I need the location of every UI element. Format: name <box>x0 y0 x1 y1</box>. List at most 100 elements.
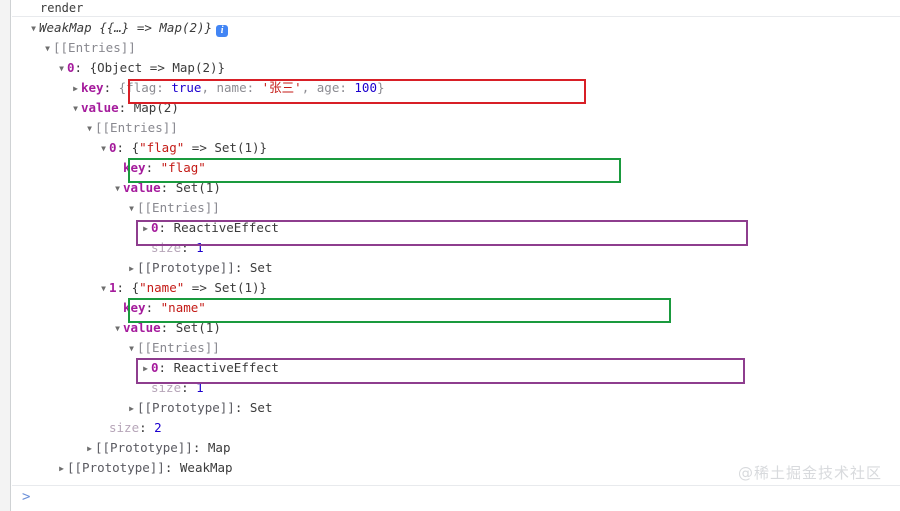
info-icon[interactable]: i <box>216 25 229 37</box>
tree-row-set-name-size[interactable]: ▶size: 1 <box>12 378 900 398</box>
tree-row-entries-map[interactable]: ▼[[Entries]] <box>12 118 900 138</box>
token-num: 1 <box>196 380 204 395</box>
tree-row-map-entry-0-value[interactable]: ▼value: Set(1) <box>12 178 900 198</box>
token-internal: [[Entries]] <box>137 340 220 355</box>
token-plain: : Set <box>234 400 273 415</box>
tree-row-set-name-prototype[interactable]: ▶[[Prototype]]: Set <box>12 398 900 418</box>
object-inspector-tree[interactable]: ▼WeakMap {{…} => Map(2)}i▼[[Entries]]▼0:… <box>12 18 900 485</box>
token-idx: 0 <box>151 220 159 235</box>
token-str: "name" <box>160 300 206 315</box>
tree-row-map-prototype[interactable]: ▶[[Prototype]]: Map <box>12 438 900 458</box>
tree-row-map-size[interactable]: ▶size: 2 <box>12 418 900 438</box>
tree-row-map-entry-1-value[interactable]: ▼value: Set(1) <box>12 318 900 338</box>
tree-row-set-flag-entry-0[interactable]: ▶0: ReactiveEffect <box>12 218 900 238</box>
tree-row-set-name-entry-0[interactable]: ▶0: ReactiveEffect <box>12 358 900 378</box>
disclosure-triangle-collapsed-icon[interactable]: ▶ <box>143 224 148 233</box>
token-kw: value <box>123 320 161 335</box>
disclosure-triangle-expanded-icon[interactable]: ▼ <box>45 44 50 53</box>
token-plain: : <box>145 300 161 315</box>
disclosure-spacer-icon: ▶ <box>140 239 151 259</box>
tree-row-map-entry-0[interactable]: ▼0: {"flag" => Set(1)} <box>12 138 900 158</box>
token-kw: value <box>81 100 119 115</box>
token-sizekey: size <box>151 240 182 255</box>
tree-row-entries-set-name[interactable]: ▼[[Entries]] <box>12 338 900 358</box>
token-bool: true <box>171 80 202 95</box>
token-num: 2 <box>154 420 162 435</box>
token-plain: : <box>181 380 197 395</box>
tree-row-set-flag-prototype[interactable]: ▶[[Prototype]]: Set <box>12 258 900 278</box>
token-plain: : { <box>116 140 140 155</box>
tree-row-set-flag-size[interactable]: ▶size: 1 <box>12 238 900 258</box>
disclosure-triangle-collapsed-icon[interactable]: ▶ <box>59 464 64 473</box>
token-plain: : <box>181 240 197 255</box>
console-prompt-bar[interactable]: > <box>12 485 900 511</box>
tree-row-map-entry-1[interactable]: ▼1: {"name" => Set(1)} <box>12 278 900 298</box>
tree-row-weakmap-prototype[interactable]: ▶[[Prototype]]: WeakMap <box>12 458 900 478</box>
token-ctor: Set(1) <box>175 320 221 335</box>
disclosure-spacer-icon: ▶ <box>112 299 123 319</box>
token-plain: : Map <box>192 440 231 455</box>
disclosure-triangle-collapsed-icon[interactable]: ▶ <box>73 84 78 93</box>
tree-row-entries-weakmap[interactable]: ▼[[Entries]] <box>12 38 900 58</box>
token-ctor: ReactiveEffect <box>173 360 279 375</box>
token-ctor: ReactiveEffect <box>173 220 279 235</box>
disclosure-triangle-expanded-icon[interactable]: ▼ <box>31 24 36 33</box>
token-prop: , age: <box>301 80 355 95</box>
disclosure-triangle-expanded-icon[interactable]: ▼ <box>101 284 106 293</box>
disclosure-spacer-icon: ▶ <box>98 419 109 439</box>
disclosure-spacer-icon: ▶ <box>140 379 151 399</box>
token-kw: key <box>123 300 146 315</box>
tree-row-weakmap-entry-0-value[interactable]: ▼value: Map(2) <box>12 98 900 118</box>
disclosure-triangle-collapsed-icon[interactable]: ▶ <box>129 404 134 413</box>
watermark: @稀土掘金技术社区 <box>737 464 882 482</box>
token-str: '张三' <box>261 80 302 95</box>
token-str: "name" <box>139 280 185 295</box>
token-plain: => Set(1)} <box>184 280 268 295</box>
token-num: 1 <box>196 240 204 255</box>
tree-row-weakmap-root[interactable]: ▼WeakMap {{…} => Map(2)}i <box>12 18 900 38</box>
token-kw: value <box>123 180 161 195</box>
disclosure-triangle-collapsed-icon[interactable]: ▶ <box>129 264 134 273</box>
disclosure-triangle-collapsed-icon[interactable]: ▶ <box>143 364 148 373</box>
token-ctor: Map(2) <box>133 100 179 115</box>
token-idx: 1 <box>109 280 117 295</box>
token-plain: : <box>158 220 174 235</box>
disclosure-triangle-expanded-icon[interactable]: ▼ <box>115 184 120 193</box>
tree-row-map-entry-0-key[interactable]: ▶key: "flag" <box>12 158 900 178</box>
token-plain: : <box>103 80 119 95</box>
tree-row-weakmap-entry-0-key[interactable]: ▶key: {flag: true, name: '张三', age: 100} <box>12 78 900 98</box>
token-plain: : Set <box>234 260 273 275</box>
disclosure-triangle-expanded-icon[interactable]: ▼ <box>115 324 120 333</box>
token-internal: [[Entries]] <box>137 200 220 215</box>
token-internal-b: [[Prototype]] <box>95 440 193 455</box>
token-plain: : <box>160 180 176 195</box>
left-gutter <box>0 0 11 511</box>
token-plain: : <box>158 360 174 375</box>
token-internal-b: [[Prototype]] <box>137 260 235 275</box>
disclosure-triangle-collapsed-icon[interactable]: ▶ <box>87 444 92 453</box>
disclosure-triangle-expanded-icon[interactable]: ▼ <box>87 124 92 133</box>
tree-row-weakmap-entry-0[interactable]: ▼0: {Object => Map(2)} <box>12 58 900 78</box>
token-internal: [[Entries]] <box>95 120 178 135</box>
token-internal-b: [[Prototype]] <box>67 460 165 475</box>
disclosure-triangle-expanded-icon[interactable]: ▼ <box>129 344 134 353</box>
disclosure-triangle-expanded-icon[interactable]: ▼ <box>73 104 78 113</box>
token-kw: key <box>81 80 104 95</box>
token-obj-head: WeakMap {{…} => Map(2)} <box>39 20 213 35</box>
token-prop: } <box>376 80 385 95</box>
disclosure-triangle-expanded-icon[interactable]: ▼ <box>129 204 134 213</box>
token-plain: : <box>118 100 134 115</box>
token-plain: : <box>145 160 161 175</box>
token-prop: {flag: <box>118 80 172 95</box>
token-ctor: Set(1) <box>175 180 221 195</box>
stack-frame-render: render <box>12 0 900 17</box>
token-internal-b: [[Prototype]] <box>137 400 235 415</box>
token-internal: [[Entries]] <box>53 40 136 55</box>
disclosure-triangle-expanded-icon[interactable]: ▼ <box>59 64 64 73</box>
disclosure-triangle-expanded-icon[interactable]: ▼ <box>101 144 106 153</box>
disclosure-spacer-icon: ▶ <box>112 159 123 179</box>
tree-row-entries-set-flag[interactable]: ▼[[Entries]] <box>12 198 900 218</box>
token-plain: => Set(1)} <box>184 140 268 155</box>
tree-row-map-entry-1-key[interactable]: ▶key: "name" <box>12 298 900 318</box>
token-str: "flag" <box>139 140 185 155</box>
